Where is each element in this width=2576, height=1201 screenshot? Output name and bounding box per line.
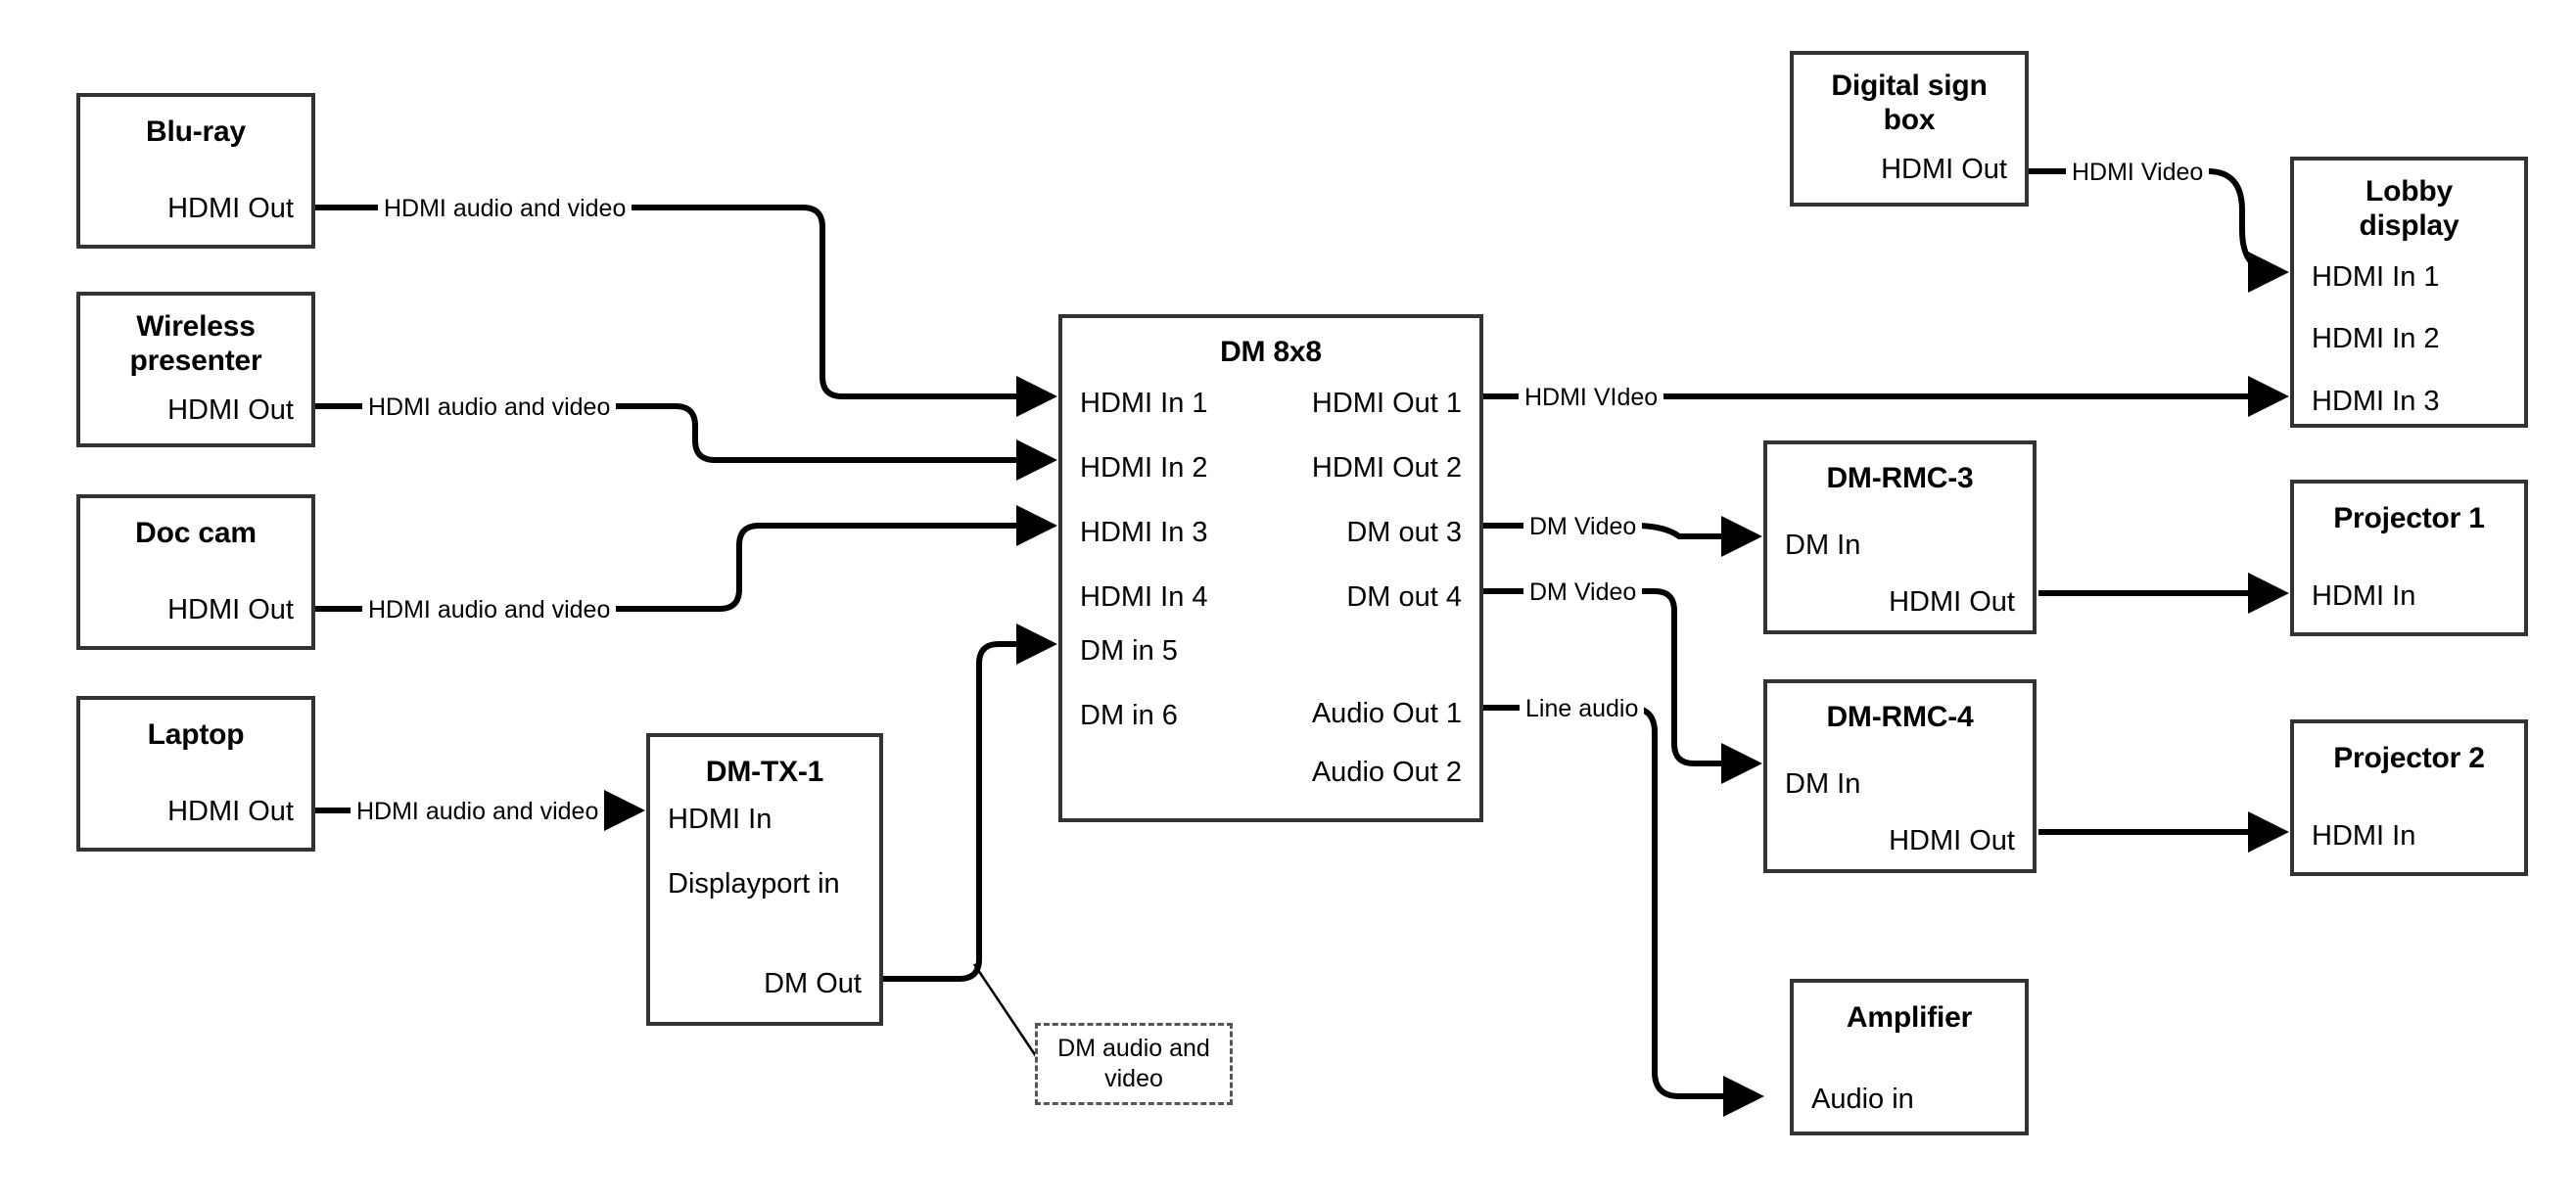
port-projector-1-hdmi-in: HDMI In [2312,580,2416,612]
port-digital-sign-box-hdmi-out: HDMI Out [1881,154,2007,185]
node-title-wireless-presenter: Wireless presenter [80,309,311,379]
port-lobby-display-hdmi-in-3: HDMI In 3 [2312,386,2440,417]
port-dm-8x8-dm-in-5: DM in 5 [1080,635,1178,667]
node-title-dm-tx-1: DM-TX-1 [705,756,824,788]
node-title-dm-rmc-3: DM-RMC-3 [1826,462,1974,494]
wire-note-leader [972,963,1042,1063]
port-blu-ray-hdmi-out: HDMI Out [167,193,294,224]
node-title-lobby-display: Lobby display [2294,174,2524,244]
port-dm-8x8-hdmi-in-3: HDMI In 3 [1080,517,1208,548]
node-title-amplifier: Amplifier [1846,1001,1973,1034]
node-title-dm-rmc-4: DM-RMC-4 [1826,701,1974,733]
port-doc-cam-hdmi-out: HDMI Out [167,594,294,625]
node-title-laptop: Laptop [147,718,245,751]
port-lobby-display-hdmi-in-2: HDMI In 2 [2312,323,2440,354]
port-lobby-display-hdmi-in-1: HDMI In 1 [2312,261,2440,293]
wire-label-line-audio: Line audio [1520,695,1645,723]
node-dm-tx-1[interactable]: DM-TX-1 HDMI In Displayport in DM Out [646,733,883,1026]
wire-dmtx1-to-dm-in5 [883,624,1057,982]
wire-label-dm-video-out3: DM Video [1523,513,1643,541]
wire-dm-audioout1-to-amplifier [1483,705,1764,1117]
wire-label-bluray: HDMI audio and video [378,195,632,223]
node-title-line-2: presenter [129,345,262,378]
note-line-1: DM audio and [1057,1034,1210,1062]
port-dm-8x8-hdmi-out-1: HDMI Out 1 [1311,388,1462,419]
node-title-line-2: display [2359,209,2459,243]
node-laptop[interactable]: Laptop HDMI Out [76,696,315,852]
note-text: DM audio and video [1057,1034,1210,1095]
node-lobby-display[interactable]: Lobby display HDMI In 1 HDMI In 2 HDMI I… [2290,157,2528,428]
node-title-digital-sign-box: Digital sign box [1794,69,2025,138]
port-projector-2-hdmi-in: HDMI In [2312,820,2416,852]
node-title-line-1: Lobby [2365,175,2453,208]
wire-label-laptop: HDMI audio and video [351,798,605,826]
node-title-blu-ray: Blu-ray [146,115,246,148]
port-laptop-hdmi-out: HDMI Out [167,796,294,827]
wire-dm-out4-to-rmc4 [1483,588,1762,784]
wire-label-wireless: HDMI audio and video [362,393,617,422]
node-title-line-1: Digital sign [1831,69,1988,102]
wire-bluray-to-dm-hdmi-in1 [315,205,1057,417]
node-amplifier[interactable]: Amplifier Audio in [1790,979,2029,1135]
port-dm-8x8-hdmi-out-2: HDMI Out 2 [1311,452,1462,484]
node-title-projector-1: Projector 1 [2333,502,2485,534]
port-dm-rmc-4-dm-in: DM In [1785,768,1861,800]
node-dm-rmc-4[interactable]: DM-RMC-4 DM In HDMI Out [1763,679,2037,873]
node-projector-1[interactable]: Projector 1 HDMI In [2290,480,2528,636]
node-title-projector-2: Projector 2 [2333,742,2485,774]
port-dm-8x8-hdmi-in-1: HDMI In 1 [1080,388,1208,419]
port-dm-8x8-dm-out-4: DM out 4 [1346,581,1462,613]
node-projector-2[interactable]: Projector 2 HDMI In [2290,719,2528,876]
node-title-dm-8x8: DM 8x8 [1220,336,1322,368]
port-dm-tx-1-hdmi-in: HDMI In [668,804,773,835]
node-dm-rmc-3[interactable]: DM-RMC-3 DM In HDMI Out [1763,440,2037,634]
wire-label-dm-video-out4: DM Video [1523,578,1643,607]
port-dm-rmc-3-hdmi-out: HDMI Out [1889,586,2015,618]
port-dm-8x8-hdmi-in-4: HDMI In 4 [1080,581,1208,613]
note-dm-audio-and-video: DM audio and video [1035,1023,1233,1105]
port-dm-8x8-dm-in-6: DM in 6 [1080,700,1178,731]
port-dm-8x8-hdmi-in-2: HDMI In 2 [1080,452,1208,484]
node-wireless-presenter[interactable]: Wireless presenter HDMI Out [76,292,315,447]
port-dm-rmc-3-dm-in: DM In [1785,530,1861,561]
port-amplifier-audio-in: Audio in [1811,1084,1914,1115]
wire-label-hdmi-video-out1: HDMI VIdeo [1519,384,1664,412]
port-dm-8x8-dm-out-3: DM out 3 [1346,517,1462,548]
port-dm-8x8-audio-out-1: Audio Out 1 [1311,698,1462,729]
node-title-line-1: Wireless [136,310,256,343]
port-dm-tx-1-displayport-in: Displayport in [668,868,840,900]
note-line-2: video [1104,1065,1163,1092]
wire-label-doccam: HDMI audio and video [362,596,617,624]
node-title-doc-cam: Doc cam [135,517,257,549]
port-dm-tx-1-dm-out: DM Out [764,968,862,999]
node-digital-sign-box[interactable]: Digital sign box HDMI Out [1790,51,2029,207]
node-blu-ray[interactable]: Blu-ray HDMI Out [76,93,315,249]
node-doc-cam[interactable]: Doc cam HDMI Out [76,494,315,650]
port-dm-8x8-audio-out-2: Audio Out 2 [1311,757,1462,788]
node-dm-8x8[interactable]: DM 8x8 HDMI In 1 HDMI In 2 HDMI In 3 HDM… [1058,314,1483,822]
node-title-line-2: box [1883,104,1936,137]
port-wireless-presenter-hdmi-out: HDMI Out [167,394,294,426]
port-dm-rmc-4-hdmi-out: HDMI Out [1889,825,2015,856]
wire-label-digital-sign-hdmi-video: HDMI Video [2066,159,2210,187]
